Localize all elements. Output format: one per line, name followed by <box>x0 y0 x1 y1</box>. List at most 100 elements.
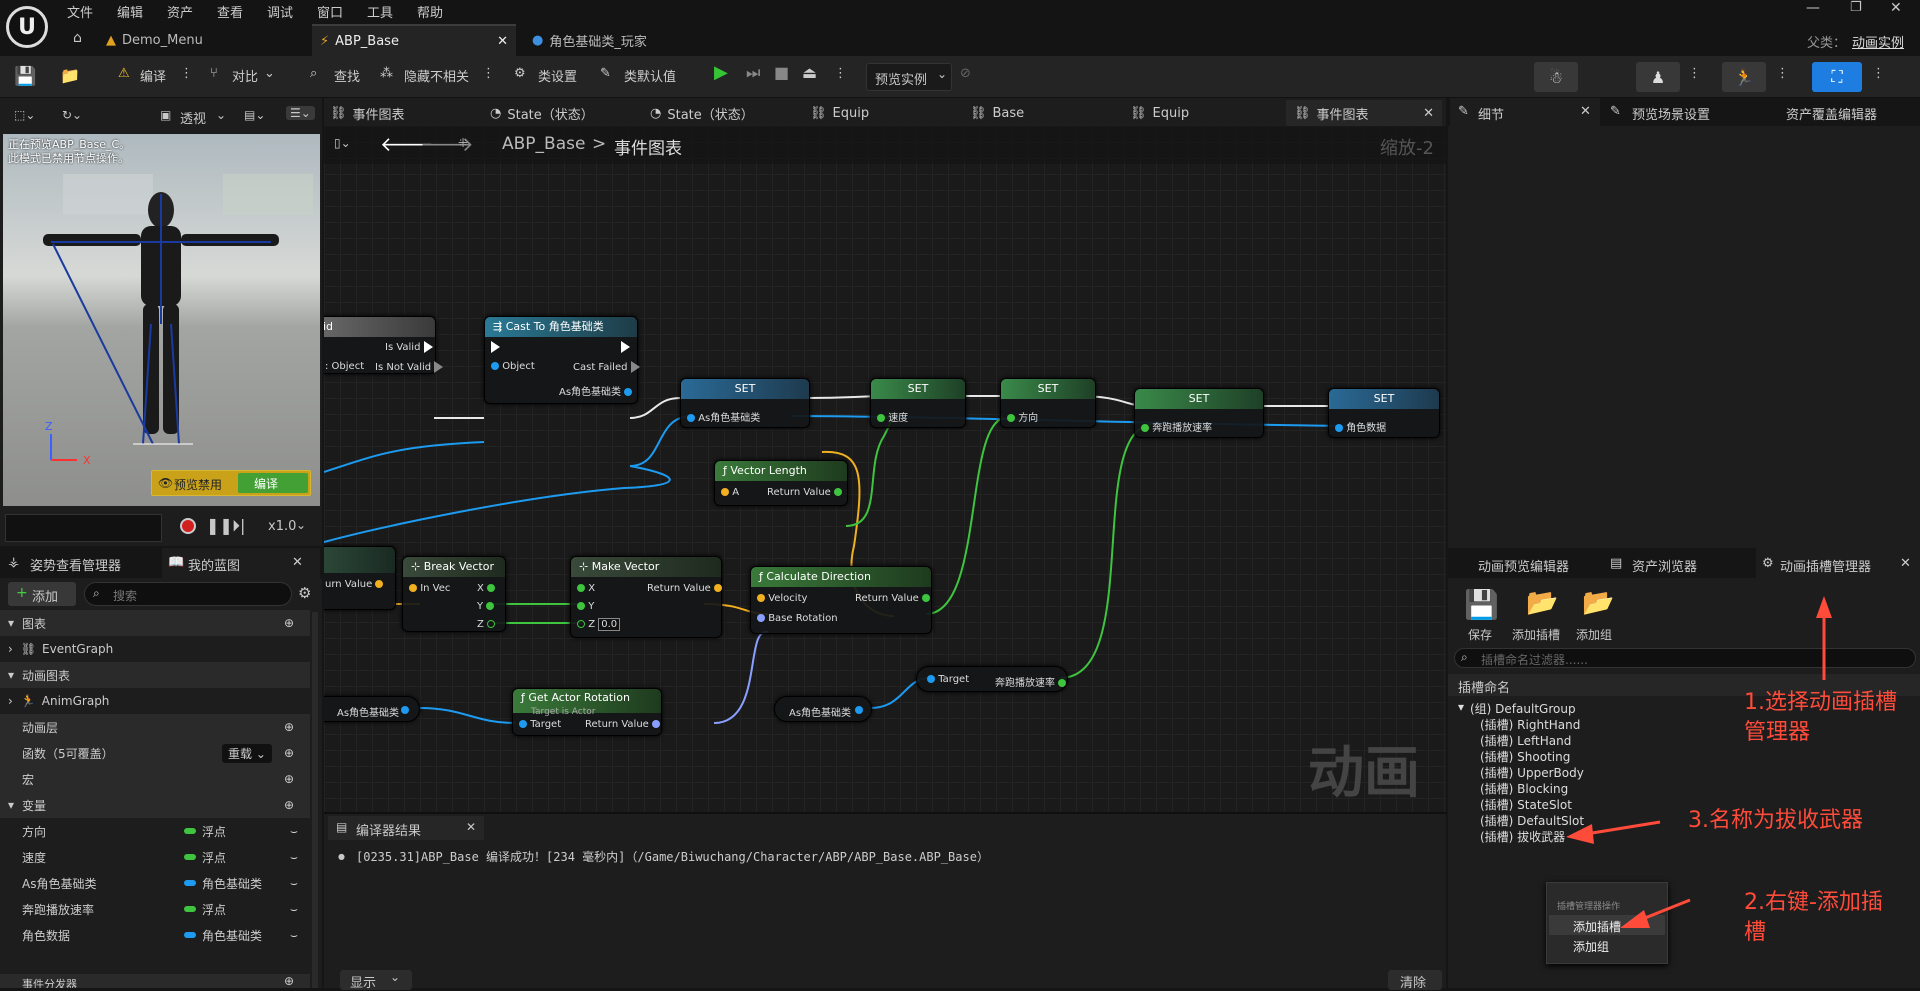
pin-object[interactable]: : Object <box>325 361 364 372</box>
close-icon[interactable]: ✕ <box>1423 105 1434 121</box>
menu-debug[interactable]: 调试 <box>267 6 294 21</box>
node-get-as-char-2[interactable]: As角色基础类 <box>774 696 872 722</box>
view-mode-icon[interactable]: ▤⌄ <box>244 108 266 122</box>
tab-my-blueprint[interactable]: 📖 我的蓝图 ✕ <box>162 548 320 578</box>
add-circle-icon[interactable]: ⊕ <box>284 772 295 786</box>
more-icon[interactable]: ⋮ <box>1872 66 1885 81</box>
viewport-compile-button[interactable]: 编译 <box>238 473 308 493</box>
pin-z[interactable]: Z 0.0 <box>577 618 621 631</box>
add-circle-icon[interactable]: ⊕ <box>284 746 295 760</box>
more-icon[interactable]: ⋮ <box>1688 66 1701 81</box>
mesh-mode-icon[interactable]: ♟ <box>1636 62 1680 92</box>
close-window-icon[interactable]: ✕ <box>1890 0 1902 16</box>
pin-run-rate[interactable]: 奔跑播放速率 <box>995 674 1067 689</box>
pin-is-not-valid[interactable]: Is Not Valid <box>375 361 444 373</box>
chevron-down-icon[interactable]: ⌄ <box>264 66 275 81</box>
step-forward-icon[interactable]: ⏵| <box>232 516 246 535</box>
tab-details[interactable]: ✎ 细节 ✕ <box>1450 98 1600 126</box>
slot-item[interactable]: (插槽) RightHand <box>1480 718 1581 732</box>
eye-closed-icon[interactable]: ⌣ <box>290 849 298 864</box>
object-pin-icon[interactable] <box>401 705 409 716</box>
slot-group-item[interactable]: (组) DefaultGroup <box>1470 702 1576 716</box>
node-set-char-data[interactable]: SET 角色数据 <box>1328 388 1440 438</box>
slot-item[interactable]: (插槽) Blocking <box>1480 782 1569 796</box>
slot-filter-input[interactable]: ⌕ 插槽命名过滤器...... <box>1454 648 1916 668</box>
more-icon[interactable]: ⋮ <box>180 66 193 81</box>
pin-char-data[interactable]: 角色数据 <box>1335 419 1386 434</box>
rotate-icon[interactable]: ↻⌄ <box>62 108 83 122</box>
pin-speed[interactable]: 速度 <box>877 409 908 424</box>
menu-help[interactable]: 帮助 <box>417 6 444 21</box>
pin-return-value[interactable]: Return Value <box>647 583 723 594</box>
pin-in-vec[interactable]: In Vec <box>409 583 450 594</box>
eject-icon[interactable]: ⏏ <box>802 63 818 82</box>
add-circle-icon[interactable]: ⊕ <box>284 720 295 734</box>
playback-speed[interactable]: x1.0 <box>268 519 297 534</box>
node-set-speed[interactable]: SET 速度 <box>870 378 966 428</box>
variable-row[interactable]: 方向浮点⌣ <box>0 818 310 844</box>
add-circle-icon[interactable]: ⊕ <box>284 616 295 630</box>
pin-direction[interactable]: 方向 <box>1007 409 1038 424</box>
section-anim-layers[interactable]: 动画层⊕ <box>0 714 310 740</box>
pin-target[interactable]: Target <box>519 719 561 730</box>
add-circle-icon[interactable]: ⊕ <box>284 974 295 988</box>
debug-filter-icon[interactable]: ⊘ <box>960 66 971 81</box>
tree-item-animgraph[interactable]: ›🏃AnimGraph <box>0 688 310 714</box>
viewport-scene[interactable]: 正在预览ABP_Base_C。 此模式已禁用节点操作。 Z X 👁 预览禁用 编… <box>3 134 320 506</box>
node-break-vector[interactable]: ⊹ Break Vector In Vec X Y Z <box>402 556 506 632</box>
menu-view[interactable]: 查看 <box>217 6 244 21</box>
node-set-run-rate[interactable]: SET 奔跑播放速率 <box>1134 388 1264 438</box>
add-circle-icon[interactable]: ⊕ <box>284 798 295 812</box>
exec-out-pin[interactable] <box>621 341 630 353</box>
node-set-direction[interactable]: SET 方向 <box>1000 378 1096 428</box>
variable-row[interactable]: 角色数据角色基础类⌣ <box>0 922 310 948</box>
pin-object[interactable]: Object <box>491 361 535 372</box>
breadcrumb-root[interactable]: ABP_Base <box>502 134 586 154</box>
add-group-button[interactable]: 📂 添加组 <box>1572 588 1622 642</box>
compile-icon[interactable]: ⚠ <box>118 66 130 81</box>
chevron-down-icon[interactable]: ▾ <box>1458 700 1465 714</box>
tree-item-eventgraph[interactable]: ›⛓EventGraph <box>0 636 310 662</box>
tab-equip-1[interactable]: ⛓Equip <box>810 100 869 126</box>
eye-closed-icon[interactable]: ⌣ <box>290 927 298 942</box>
section-anim-graphs[interactable]: ▾动画图表 <box>0 662 310 688</box>
forward-arrow-icon[interactable]: 🡒 <box>420 132 474 156</box>
graph-canvas[interactable]: ▯⌄ 🡐 🡒 ⁜ ABP_Base > 事件图表 缩放-2 <box>324 126 1446 812</box>
tab-pose-watch[interactable]: 姿势查看管理器 <box>30 559 122 574</box>
pin-target[interactable]: Target <box>927 674 969 685</box>
tab-abp-base[interactable]: ⚡ABP_Base✕ <box>312 24 516 56</box>
clear-button[interactable]: 清除 <box>1388 970 1442 991</box>
pin-run-rate[interactable]: 奔跑播放速率 <box>1141 419 1212 434</box>
pin-as-char[interactable]: As角色基础类 <box>687 409 760 424</box>
section-graphs[interactable]: ▾图表⊕ <box>0 610 310 636</box>
node-vector-length[interactable]: ƒ Vector Length A Return Value <box>714 460 848 506</box>
node-set-as-char[interactable]: SET As角色基础类 <box>680 378 810 428</box>
save-icon[interactable]: 💾 <box>14 66 37 87</box>
show-dropdown[interactable]: 显示 ⌄ <box>340 970 412 991</box>
class-settings-button[interactable]: 类设置 <box>538 70 578 85</box>
skeleton-mode-icon[interactable]: ☃ <box>1534 62 1578 92</box>
node-get-run-rate[interactable]: Target 奔跑播放速率 <box>916 666 1068 692</box>
tab-state-1[interactable]: ◔State（状态） <box>490 100 594 126</box>
add-slot-button[interactable]: 📂 添加插槽 <box>1510 588 1570 642</box>
graph-options-icon[interactable]: ▯⌄ <box>334 136 351 150</box>
record-icon[interactable] <box>180 518 196 534</box>
timeline-scrubber[interactable] <box>5 514 162 542</box>
menu-file[interactable]: 文件 <box>67 6 94 21</box>
close-icon[interactable]: ✕ <box>1580 104 1591 119</box>
close-icon[interactable]: ✕ <box>466 820 477 834</box>
pin-x[interactable]: X <box>477 583 496 594</box>
compile-button[interactable]: 编译 <box>140 70 167 85</box>
tab-preview-scene[interactable]: 预览场景设置 <box>1632 108 1711 123</box>
section-event-dispatchers[interactable]: 事件分发器⊕ <box>0 974 310 988</box>
context-add-group[interactable]: 添加组 <box>1549 935 1665 955</box>
hamburger-icon[interactable]: ☰⌄ <box>286 106 315 120</box>
maximize-icon[interactable]: ❐ <box>1850 0 1862 15</box>
unreal-logo-icon[interactable]: U <box>6 6 48 48</box>
scrollbar[interactable] <box>312 612 318 988</box>
slot-item[interactable]: (插槽) StateSlot <box>1480 798 1572 812</box>
eye-closed-icon[interactable]: ⌣ <box>290 875 298 890</box>
save-button[interactable]: 💾 保存 <box>1460 588 1510 642</box>
node-get-velocity[interactable]: urn Value <box>324 546 396 610</box>
